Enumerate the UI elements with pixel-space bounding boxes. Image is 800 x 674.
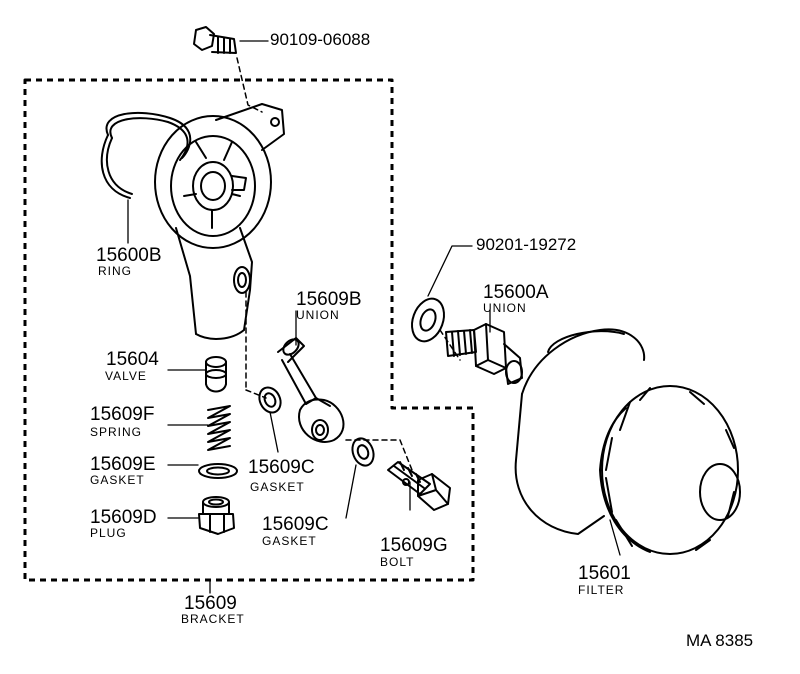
part-number-bolt-g: 15609G	[380, 535, 448, 556]
union-a-icon	[445, 323, 523, 385]
part-number-plug: 15609D	[90, 507, 157, 528]
part-name-union-a: UNION	[483, 301, 527, 315]
gasket-c1-icon	[258, 386, 282, 414]
part-number-valve: 15604	[106, 349, 159, 370]
bracket-frame	[23, 78, 475, 582]
oil-filter-icon	[514, 328, 741, 555]
part-name-spring: SPRING	[90, 425, 143, 439]
part-name-bolt-g: BOLT	[380, 555, 415, 569]
part-name-filter: FILTER	[578, 583, 625, 597]
spring-icon	[207, 405, 231, 451]
part-name-gasket-c2: GASKET	[262, 534, 317, 548]
part-number-gasket-e: 15609E	[90, 454, 156, 475]
part-number-gasket-c1: 15609C	[248, 457, 315, 478]
part-number-filter: 15601	[578, 563, 631, 584]
union-b-icon	[277, 337, 345, 443]
part-number-union-a: 15600A	[483, 282, 549, 303]
part-name-plug: PLUG	[90, 526, 127, 540]
part-name-union-b: UNION	[296, 308, 340, 322]
valve-icon	[205, 356, 227, 393]
gasket-c2-icon	[351, 437, 375, 467]
bolt-top-icon	[193, 26, 237, 54]
ring-icon	[100, 111, 192, 199]
part-name-bracket: BRACKET	[181, 612, 245, 626]
leader-lines	[127, 40, 621, 594]
gasket-e-icon	[198, 463, 238, 479]
part-name-valve: VALVE	[105, 369, 147, 383]
bolt-g-icon	[387, 461, 451, 511]
part-name-gasket-c1: GASKET	[250, 480, 305, 494]
part-number-ring: 15600B	[96, 245, 162, 266]
plug-icon	[198, 496, 235, 535]
part-number-spring: 15609F	[90, 404, 155, 425]
part-number-washer: 90201-19272	[476, 235, 577, 254]
part-number-gasket-c2: 15609C	[262, 514, 329, 535]
diagram-code: MA 8385	[686, 631, 754, 650]
washer-icon	[411, 297, 445, 343]
part-name-ring: RING	[98, 264, 132, 278]
part-name-gasket-e: GASKET	[90, 473, 145, 487]
bracket-housing-icon	[154, 103, 285, 340]
part-number-bracket: 15609	[184, 593, 237, 614]
part-number-union-b: 15609B	[296, 289, 362, 310]
part-number-bolt-top: 90109-06088	[270, 30, 371, 49]
